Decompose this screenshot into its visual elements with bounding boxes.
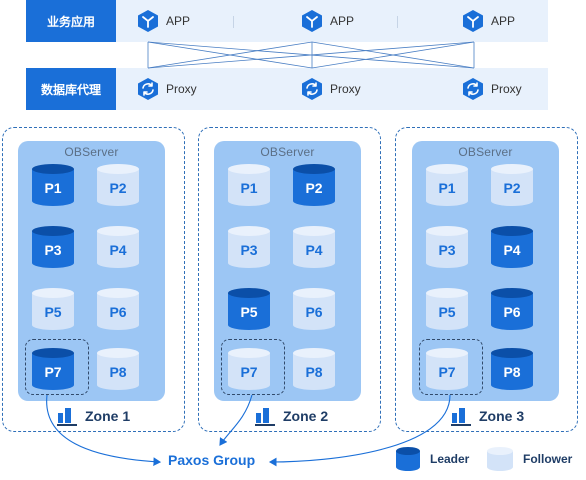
zone-bars-icon [255, 408, 275, 426]
partition-label: P6 [503, 304, 521, 320]
zone-bars-icon [451, 408, 471, 426]
app-hexagon-icon [302, 10, 322, 32]
proxy-layer-label: 数据库代理 [26, 68, 116, 110]
follower-partition-cylinder [426, 348, 468, 390]
app-layer: 业务应用 [26, 0, 548, 42]
partition-label: P2 [503, 180, 521, 196]
partition-label: P4 [109, 242, 127, 258]
paxos-member-highlight [25, 339, 89, 395]
proxy-sync-icon [463, 78, 483, 100]
leader-partition-cylinder [228, 288, 270, 330]
follower-partition-cylinder [228, 348, 270, 390]
observer-title: OBServer [64, 145, 119, 159]
proxy-sync-icon [138, 78, 158, 100]
proxy-item-label: Proxy [491, 82, 522, 96]
partition-label: P8 [109, 364, 127, 380]
zone-3-container [395, 127, 578, 432]
app-item-1[interactable]: APP [136, 8, 190, 34]
zone-bars-icon [57, 408, 77, 426]
paxos-member-highlight [221, 339, 285, 395]
follower-partition-cylinder [228, 226, 270, 268]
partition-label: P7 [438, 364, 456, 380]
partition-label: P8 [503, 364, 521, 380]
paxos-group-label: Paxos Group [168, 452, 256, 468]
partition-label: P4 [305, 242, 323, 258]
partition-label: P8 [305, 364, 323, 380]
zone-name: Zone 1 [85, 408, 131, 424]
legend-follower-label: Follower [523, 452, 573, 466]
follower-partition-cylinder [293, 348, 335, 390]
proxy-sync-icon [302, 78, 322, 100]
partition-label: P3 [438, 242, 456, 258]
leader-partition-cylinder [293, 164, 335, 206]
partition-label: P5 [438, 304, 456, 320]
app-layer-label: 业务应用 [26, 0, 116, 42]
follower-partition-cylinder [97, 226, 139, 268]
partition-label: P4 [503, 242, 521, 258]
observer-title: OBServer [458, 145, 513, 159]
leader-partition-cylinder [32, 226, 74, 268]
zone-1-label: Zone 1 [56, 403, 130, 429]
partition-label: P5 [44, 304, 62, 320]
app-hexagon-icon [138, 10, 158, 32]
proxy-layer: 数据库代理 [26, 68, 548, 110]
proxy-item-1[interactable]: Proxy [136, 76, 197, 102]
partition-label: P1 [438, 180, 456, 196]
legend-leader: Leader [395, 446, 469, 472]
partition-label: P6 [109, 304, 127, 320]
follower-partition-cylinder [32, 288, 74, 330]
partition-label: P1 [44, 180, 62, 196]
follower-partition-cylinder [97, 288, 139, 330]
legend-leader-label: Leader [430, 452, 470, 466]
zone-2-label: Zone 2 [254, 403, 328, 429]
partition-label: P7 [44, 364, 62, 380]
partition-label: P1 [240, 180, 258, 196]
follower-partition-cylinder [97, 348, 139, 390]
zone-3-label: Zone 3 [450, 403, 524, 429]
app-separator [233, 16, 234, 28]
partition-label: P2 [109, 180, 127, 196]
app-item-2[interactable]: APP [300, 8, 354, 34]
proxy-item-2[interactable]: Proxy [300, 76, 361, 102]
legend-follower: Follower [486, 446, 572, 472]
partition-label: P5 [240, 304, 258, 320]
app-item-label: APP [491, 14, 516, 28]
follower-partition-cylinder [293, 226, 335, 268]
proxy-item-label: Proxy [330, 82, 361, 96]
app-hexagon-icon [463, 10, 483, 32]
observer-title: OBServer [260, 145, 315, 159]
partition-label: P3 [44, 242, 62, 258]
follower-partition-cylinder [293, 288, 335, 330]
leader-partition-cylinder [491, 226, 533, 268]
leader-partition-cylinder [491, 348, 533, 390]
proxy-item-label: Proxy [166, 82, 197, 96]
app-item-label: APP [166, 14, 191, 28]
follower-partition-cylinder [426, 226, 468, 268]
follower-partition-cylinder [426, 288, 468, 330]
leader-cylinder-icon [396, 447, 420, 471]
follower-cylinder-icon [487, 447, 513, 471]
app-item-label: APP [330, 14, 355, 28]
leader-partition-cylinder [32, 164, 74, 206]
follower-partition-cylinder [97, 164, 139, 206]
partition-label: P3 [240, 242, 258, 258]
app-item-3[interactable]: APP [461, 8, 515, 34]
proxy-item-3[interactable]: Proxy [461, 76, 522, 102]
partition-label: P2 [305, 180, 323, 196]
leader-partition-cylinder [32, 348, 74, 390]
follower-partition-cylinder [426, 164, 468, 206]
follower-partition-cylinder [491, 164, 533, 206]
app-separator [397, 16, 398, 28]
partition-label: P6 [305, 304, 323, 320]
zone-name: Zone 3 [479, 408, 525, 424]
partition-label: P7 [240, 364, 258, 380]
leader-partition-cylinder [491, 288, 533, 330]
paxos-member-highlight [419, 339, 483, 395]
follower-partition-cylinder [228, 164, 270, 206]
zone-name: Zone 2 [283, 408, 329, 424]
